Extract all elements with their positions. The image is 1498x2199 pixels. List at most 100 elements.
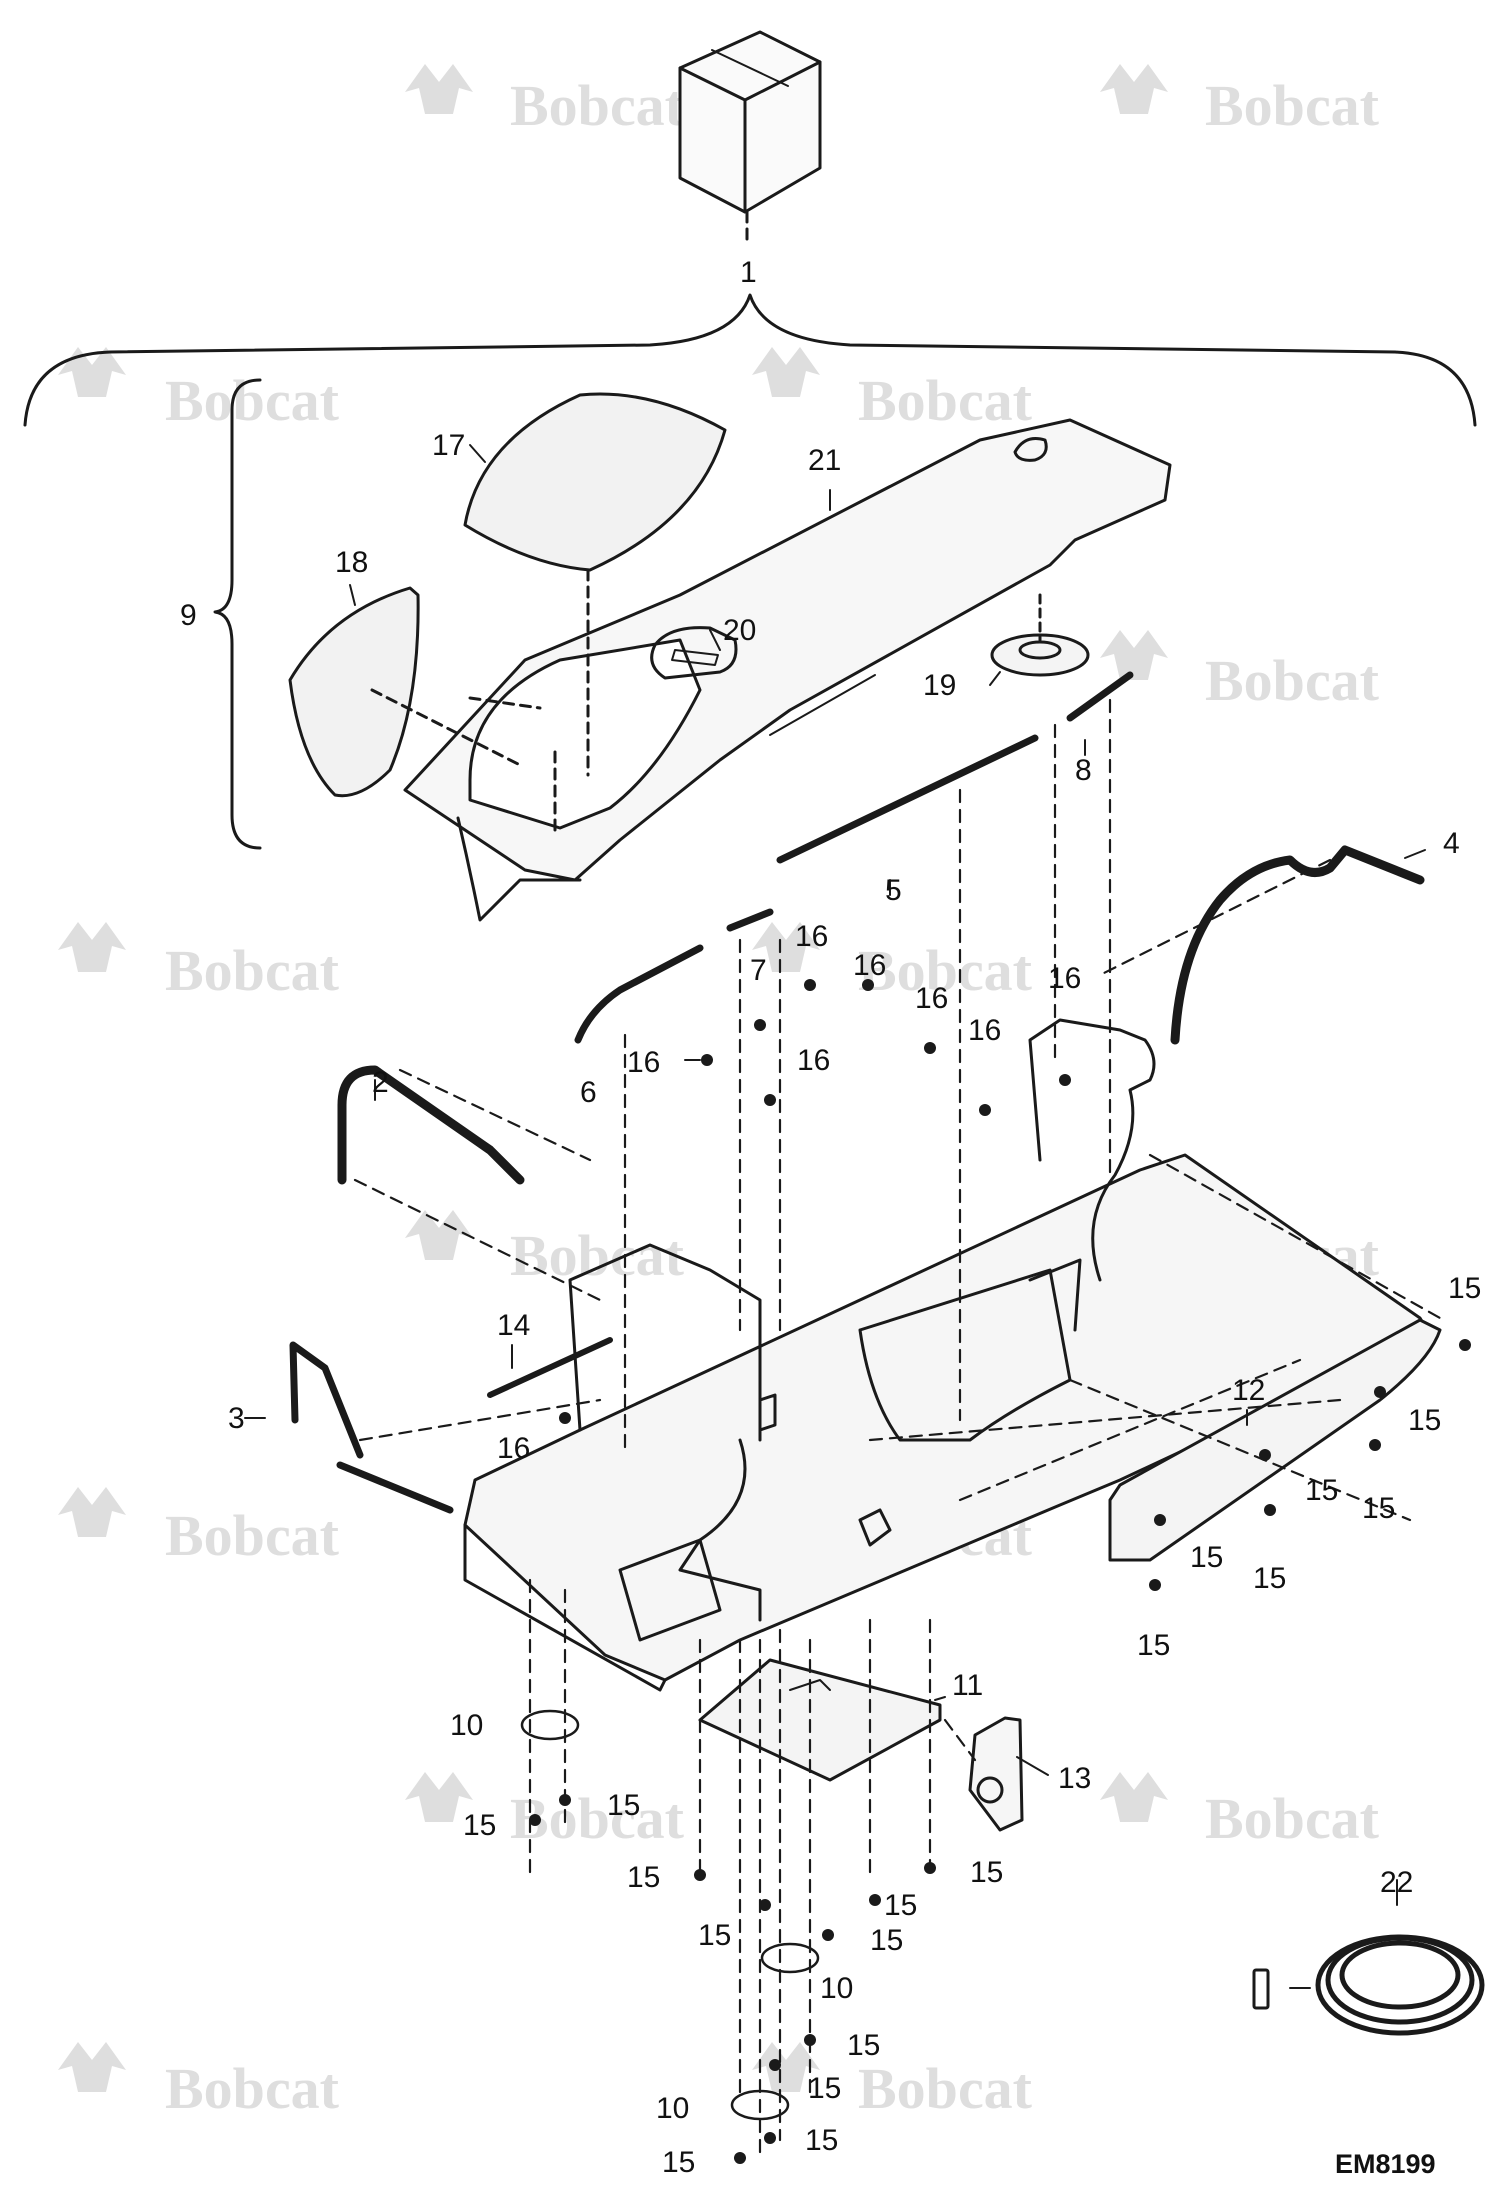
bolt-icon xyxy=(804,2034,816,2046)
bobcat-head-icon xyxy=(752,347,820,397)
part-3-seal xyxy=(289,1341,364,1459)
callout-10: 10 xyxy=(656,2092,689,2125)
bobcat-logo-watermark: Bobcat xyxy=(1100,630,1380,713)
leader-lines-solid xyxy=(244,444,1426,1989)
callout-19: 19 xyxy=(923,669,956,702)
bolt-icon xyxy=(764,2132,776,2144)
bobcat-head-icon xyxy=(58,2042,126,2092)
callout-15: 15 xyxy=(607,1789,640,1822)
bobcat-head-icon xyxy=(1100,630,1168,680)
callout-15: 15 xyxy=(1408,1404,1441,1437)
callout-15: 15 xyxy=(627,1861,660,1894)
bolt-icon xyxy=(804,979,816,991)
bobcat-logo-watermark: Bobcat xyxy=(1100,64,1380,138)
callout-21: 21 xyxy=(808,444,841,477)
part-22-hose-coil xyxy=(1252,1934,1485,2036)
bolt-icon xyxy=(1374,1386,1386,1398)
main-frame xyxy=(463,1018,1432,1692)
bolt-icon xyxy=(1059,1074,1071,1086)
watermark-brand: Bobcat xyxy=(165,1503,340,1568)
part-13-bracket xyxy=(968,1716,1024,1832)
watermark-brand: Bobcat xyxy=(858,938,1033,1003)
callout-13: 13 xyxy=(1058,1762,1091,1795)
watermark-brand: Bobcat xyxy=(1205,1786,1380,1851)
bobcat-head-icon xyxy=(1100,1772,1168,1822)
callout-15: 15 xyxy=(1253,1562,1286,1595)
callout-9: 9 xyxy=(180,599,197,632)
callout-20: 20 xyxy=(723,614,756,647)
bobcat-head-icon xyxy=(58,347,126,397)
part-4-seal xyxy=(1170,845,1425,1045)
bobcat-head-icon xyxy=(58,1487,126,1537)
part-19-grommet xyxy=(990,593,1090,677)
callout-10: 10 xyxy=(450,1709,483,1742)
callout-16: 16 xyxy=(853,949,886,982)
callout-15: 15 xyxy=(1190,1541,1223,1574)
part-21-trim-panel xyxy=(403,418,1172,922)
callout-15: 15 xyxy=(698,1919,731,1952)
bolt-icon xyxy=(701,1054,713,1066)
bolt-icon xyxy=(1259,1449,1271,1461)
bobcat-logo-watermark: Bobcat xyxy=(58,922,340,1003)
callout-15: 15 xyxy=(463,1809,496,1842)
callout-layer: 1 2 3 4 5 6 7 8 9 10 10 10 11 12 13 14 1… xyxy=(180,256,1481,2179)
bolt-icon xyxy=(734,2152,746,2164)
bolt-icon xyxy=(559,1794,571,1806)
callout-22: 22 xyxy=(1380,1866,1413,1899)
callout-16: 16 xyxy=(968,1014,1001,1047)
watermark-brand: Bobcat xyxy=(165,2056,340,2121)
group-brace-left xyxy=(213,378,262,850)
callout-15: 15 xyxy=(1448,1272,1481,1305)
part-12-panel xyxy=(1108,1318,1442,1562)
leader-lines-dashed xyxy=(353,698,1442,2162)
watermark-brand: Bobcat xyxy=(858,368,1033,433)
callout-12: 12 xyxy=(1232,1374,1265,1407)
callout-15: 15 xyxy=(1305,1474,1338,1507)
callout-7: 7 xyxy=(750,954,767,987)
bolt-icon xyxy=(822,1929,834,1941)
part-8-seal xyxy=(1066,671,1134,722)
bolt-icon xyxy=(869,1894,881,1906)
part-17-panel xyxy=(463,392,727,572)
callout-15: 15 xyxy=(870,1924,903,1957)
fastener-layer xyxy=(529,979,1471,2164)
bolt-icon xyxy=(559,1412,571,1424)
callout-15: 15 xyxy=(884,1889,917,1922)
part-5-seal xyxy=(776,734,1039,864)
bobcat-logo-watermark: Bobcat xyxy=(405,1772,685,1851)
part-3-seal xyxy=(336,1461,454,1514)
callout-17: 17 xyxy=(432,429,465,462)
bolt-icon xyxy=(979,1104,991,1116)
watermark-brand: Bobcat xyxy=(1205,73,1380,138)
watermark-layer: Bobcat Bobcat Bobcat Bobcat Bobcat Bobca… xyxy=(58,64,1380,2121)
callout-14: 14 xyxy=(497,1309,530,1342)
group-brace-top xyxy=(23,293,1477,427)
callout-15: 15 xyxy=(1137,1629,1170,1662)
watermark-brand: Bobcat xyxy=(165,938,340,1003)
callout-16: 16 xyxy=(915,982,948,1015)
bobcat-head-icon xyxy=(405,1210,473,1260)
bobcat-logo-watermark: Bobcat xyxy=(405,1210,685,1288)
watermark-brand: Bobcat xyxy=(510,73,685,138)
callout-5: 5 xyxy=(885,874,902,907)
part-6-seal xyxy=(574,944,704,1044)
watermark-brand: Bobcat xyxy=(1205,648,1380,713)
callout-6: 6 xyxy=(580,1076,597,1109)
bolt-icon xyxy=(1264,1504,1276,1516)
watermark-brand: Bobcat xyxy=(165,368,340,433)
bolt-icon xyxy=(924,1042,936,1054)
callout-18: 18 xyxy=(335,546,368,579)
bolt-icon xyxy=(924,1862,936,1874)
bolt-icon xyxy=(759,1899,771,1911)
bobcat-head-icon xyxy=(1100,64,1168,114)
bobcat-logo-watermark: Bobcat xyxy=(752,922,1033,1003)
bobcat-head-icon xyxy=(58,922,126,972)
part-7-seal xyxy=(726,908,774,932)
bobcat-logo-watermark: Bobcat xyxy=(58,2042,340,2121)
bobcat-logo-watermark: Bobcat xyxy=(1100,1772,1380,1851)
bobcat-head-icon xyxy=(752,2042,820,2092)
callout-10: 10 xyxy=(820,1972,853,2005)
bolt-icon xyxy=(1149,1579,1161,1591)
callout-3: 3 xyxy=(228,1402,245,1435)
